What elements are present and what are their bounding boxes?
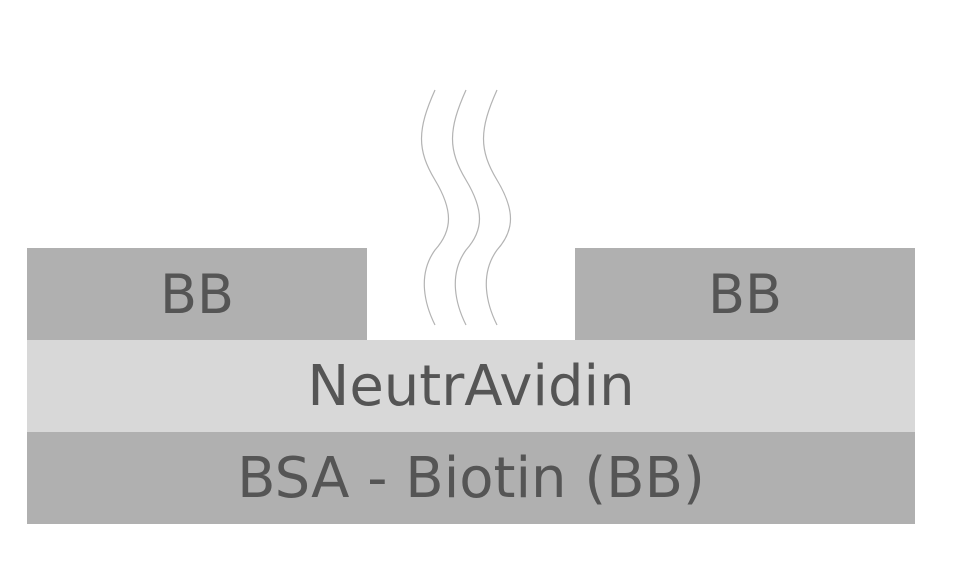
bsa-biotin-label: BSA - Biotin (BB)	[237, 445, 705, 511]
bb-label-right: BB	[707, 262, 783, 326]
bb-layer-right: BB	[575, 248, 915, 340]
polymer-strands	[420, 89, 512, 326]
strand-3	[482, 89, 512, 326]
bb-layer-left: BB	[27, 248, 367, 340]
neutravidin-label: NeutrAvidin	[307, 353, 635, 419]
neutravidin-layer: NeutrAvidin	[27, 340, 915, 432]
strand-2	[451, 89, 481, 326]
strand-1	[420, 89, 450, 326]
bsa-biotin-layer: BSA - Biotin (BB)	[27, 432, 915, 524]
bb-label-left: BB	[159, 262, 235, 326]
